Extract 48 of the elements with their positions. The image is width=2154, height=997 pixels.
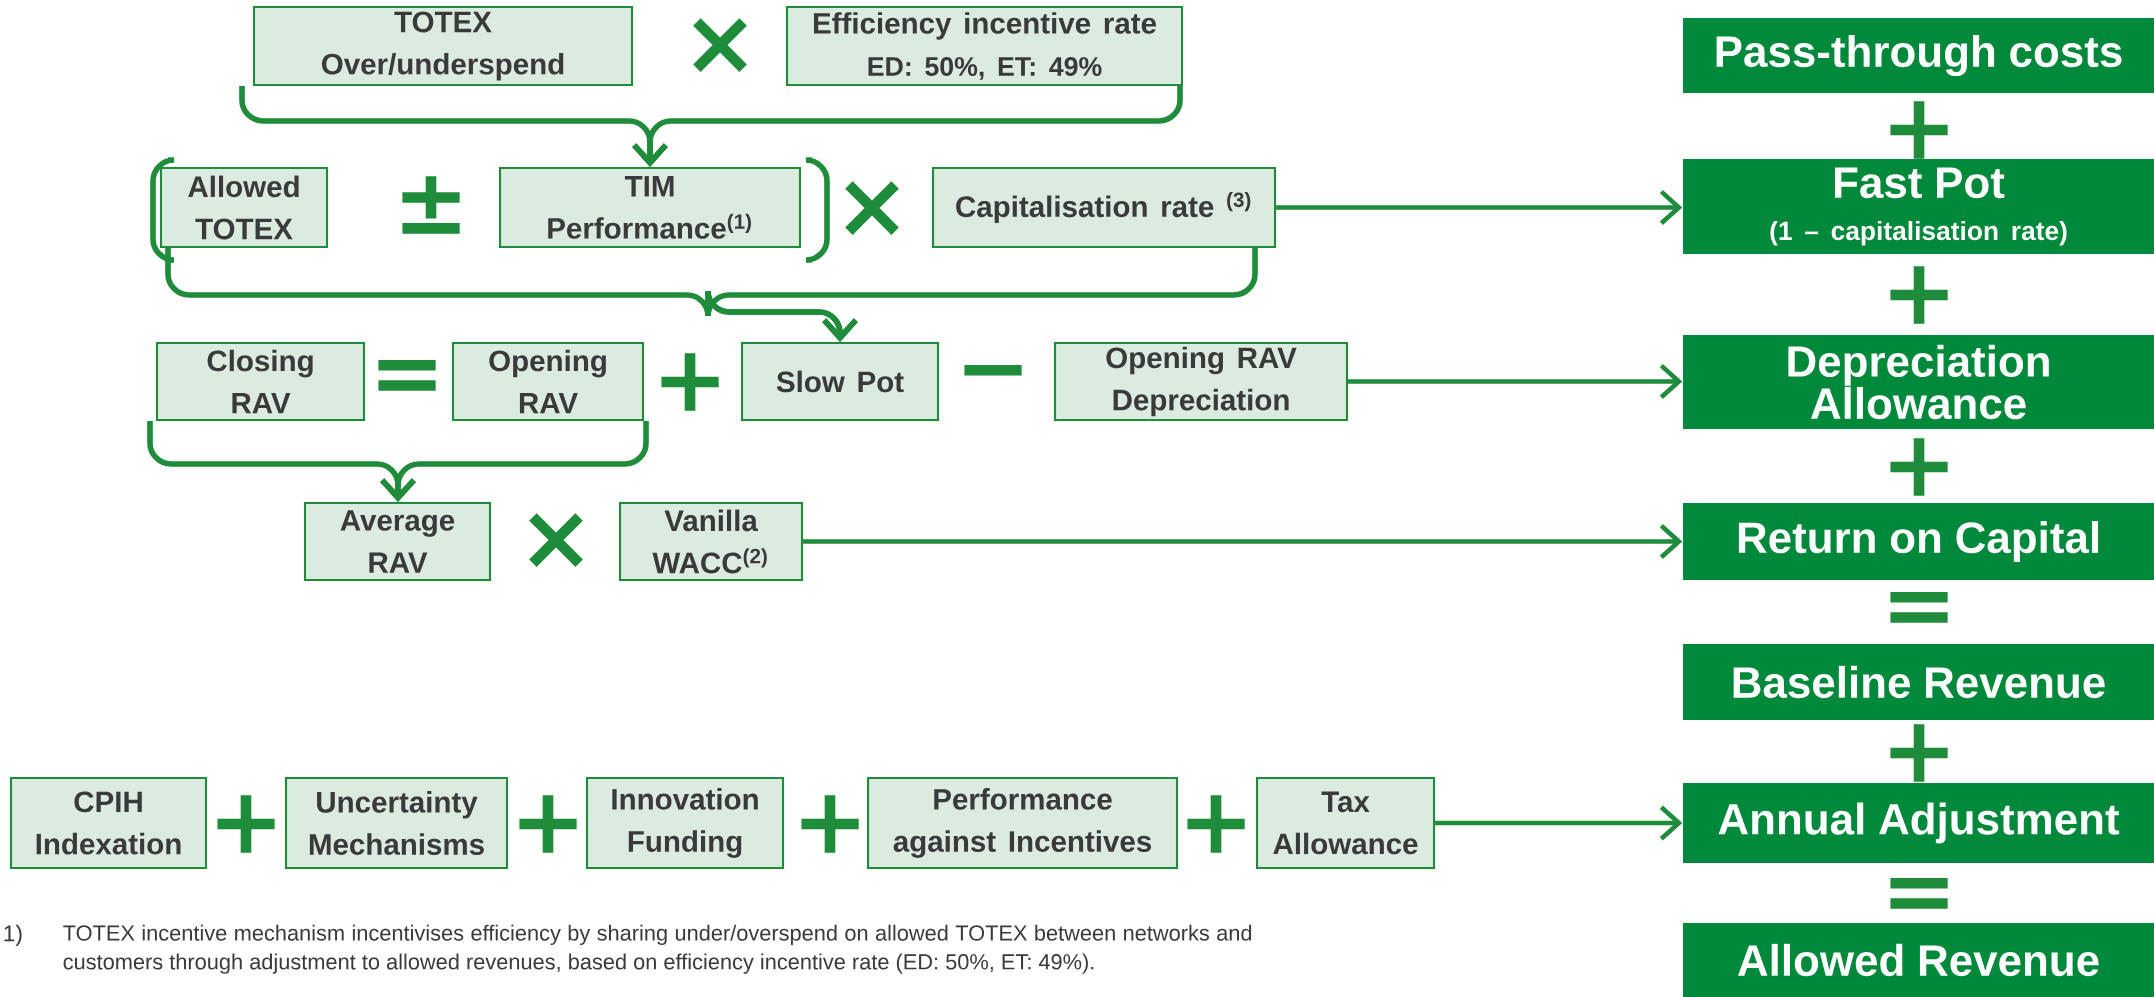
formula-term-box: Capitalisation rate $^{(3)}$	[931, 166, 1277, 249]
formula-term-box: Uncertainty Mechanisms	[284, 776, 509, 870]
formula-term-box: Efficiency incentive rate ED: 50%, ET: 49%	[785, 5, 1184, 87]
operator-symbol: =	[1890, 591, 1948, 623]
formula-term-box: Innovation Funding	[585, 776, 785, 870]
operator-symbol: ×	[845, 181, 899, 235]
arrow	[803, 524, 1683, 559]
footnote-number: 1)	[4, 924, 22, 946]
formula-term-box: Slow Pot	[740, 341, 940, 422]
operator-symbol: =	[378, 359, 436, 391]
formula-term-box: Average RAV	[303, 501, 492, 582]
footnote: TOTEX incentive mechanism incentivises efficiency by sharing under/overspend on allowed TOTEX between networks and customers through adjustment to allowed revenues, based on efficiency incentive rate (ED: 50%, ET: 49%).	[63, 924, 1252, 974]
bracket-arrow	[380, 421, 649, 502]
operator-symbol: −	[964, 365, 1022, 376]
formula-term-box: TOTEX Over/underspend	[252, 5, 634, 87]
formula-term-box: Opening RAV	[451, 341, 645, 422]
revenue-component-box: Depreciation Allowance	[1683, 335, 2154, 429]
operator-symbol: +	[1890, 101, 1948, 159]
revenue-component-box: Fast Pot (1 – capitalisation rate)	[1683, 159, 2154, 254]
revenue-component-box: Pass-through costs	[1683, 18, 2154, 93]
operator-symbol: +	[661, 353, 719, 411]
formula-term-box: CPIH Indexation	[9, 776, 208, 870]
formula-term-box: Vanilla WACC$^{(2)}$	[618, 501, 804, 582]
operator-symbol: =	[1890, 877, 1948, 909]
formula-term-box: Tax Allowance	[1255, 776, 1436, 870]
operator-symbol: ±	[402, 176, 460, 234]
formula-term-box: Opening RAV Depreciation	[1053, 341, 1349, 422]
operator-symbol: +	[1187, 795, 1245, 853]
formula-term-box: Allowed TOTEX	[159, 166, 329, 249]
revenue-component-box: Return on Capital	[1683, 503, 2154, 580]
formula-term-box: TIM Performance$^{(1)}$	[498, 166, 802, 249]
operator-symbol: +	[1890, 724, 1948, 782]
arrow	[1348, 363, 1683, 399]
operator-symbol: +	[1890, 266, 1948, 324]
operator-symbol: +	[801, 795, 859, 853]
operator-symbol: +	[1890, 438, 1948, 496]
revenue-component-box: Baseline Revenue	[1683, 644, 2154, 720]
formula-term-box: Performance against Incentives	[866, 776, 1179, 870]
revenue-component-box: Allowed Revenue	[1683, 923, 2154, 997]
formula-term-box: Closing RAV	[155, 341, 366, 422]
operator-symbol: ×	[529, 513, 583, 567]
operator-symbol: +	[519, 795, 577, 853]
arrow	[1435, 805, 1683, 841]
revenue-component-box: Annual Adjustment	[1683, 783, 2154, 863]
bracket-arrow	[705, 248, 1258, 342]
operator-symbol: ×	[693, 18, 747, 72]
arrow	[1276, 189, 1683, 225]
operator-symbol: +	[217, 795, 275, 853]
